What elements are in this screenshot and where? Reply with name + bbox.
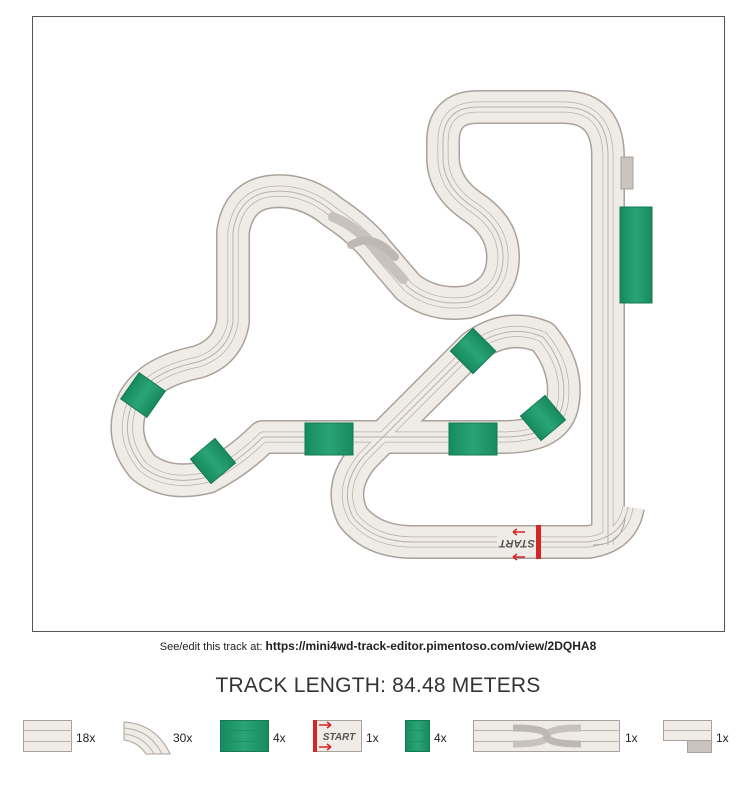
track-path: [110, 90, 645, 559]
lane-changer-piece-icon: [473, 720, 620, 752]
slope-pieces: [120, 206, 653, 485]
slope-piece-bottom-a: [304, 422, 354, 456]
legend-start-label: START: [323, 732, 356, 743]
slope-piece-right: [619, 206, 653, 304]
slope-piece-lower-left: [189, 437, 237, 485]
legend-count: 4x: [273, 731, 286, 745]
legend-count: 18x: [76, 731, 96, 745]
piece-legend: 18x 30x 4x START 1x: [0, 716, 756, 760]
track-length: TRACK LENGTH: 84.48 METERS: [0, 674, 756, 698]
end-piece-icon: [663, 720, 712, 753]
track-layout: START: [110, 90, 653, 561]
slope-straight-piece-icon: [220, 720, 269, 752]
track-url-link[interactable]: https://mini4wd-track-editor.pimentoso.c…: [265, 639, 597, 653]
straight-piece-icon: [23, 720, 72, 752]
corner-bottom-right: [592, 516, 626, 546]
track-canvas: START: [32, 16, 725, 632]
start-piece-label: START: [498, 537, 535, 549]
track-length-label: TRACK LENGTH:: [215, 674, 387, 697]
track-length-unit: METERS: [451, 674, 541, 697]
legend-count: 1x: [625, 731, 638, 745]
end-piece: [620, 156, 634, 190]
legend-count: 1x: [716, 731, 729, 745]
link-prefix: See/edit this track at:: [159, 641, 263, 653]
slope-piece-bottom-b: [448, 422, 498, 456]
lane-changer-piece: [328, 212, 408, 284]
legend-count: 1x: [366, 731, 379, 745]
slope-piece-loop: [519, 394, 567, 442]
legend-count: 4x: [434, 731, 447, 745]
track-link-row: See/edit this track at: https://mini4wd-…: [0, 639, 756, 653]
start-piece-icon: START: [313, 720, 362, 752]
slope-piece-left: [120, 372, 166, 418]
legend-count: 30x: [173, 731, 193, 745]
slope-piece-diagonal: [449, 327, 497, 375]
start-piece: START: [497, 525, 541, 561]
half-slope-piece-icon: [405, 720, 430, 752]
track-length-value: 84.48: [392, 674, 446, 697]
curve-piece-icon: [123, 721, 171, 755]
